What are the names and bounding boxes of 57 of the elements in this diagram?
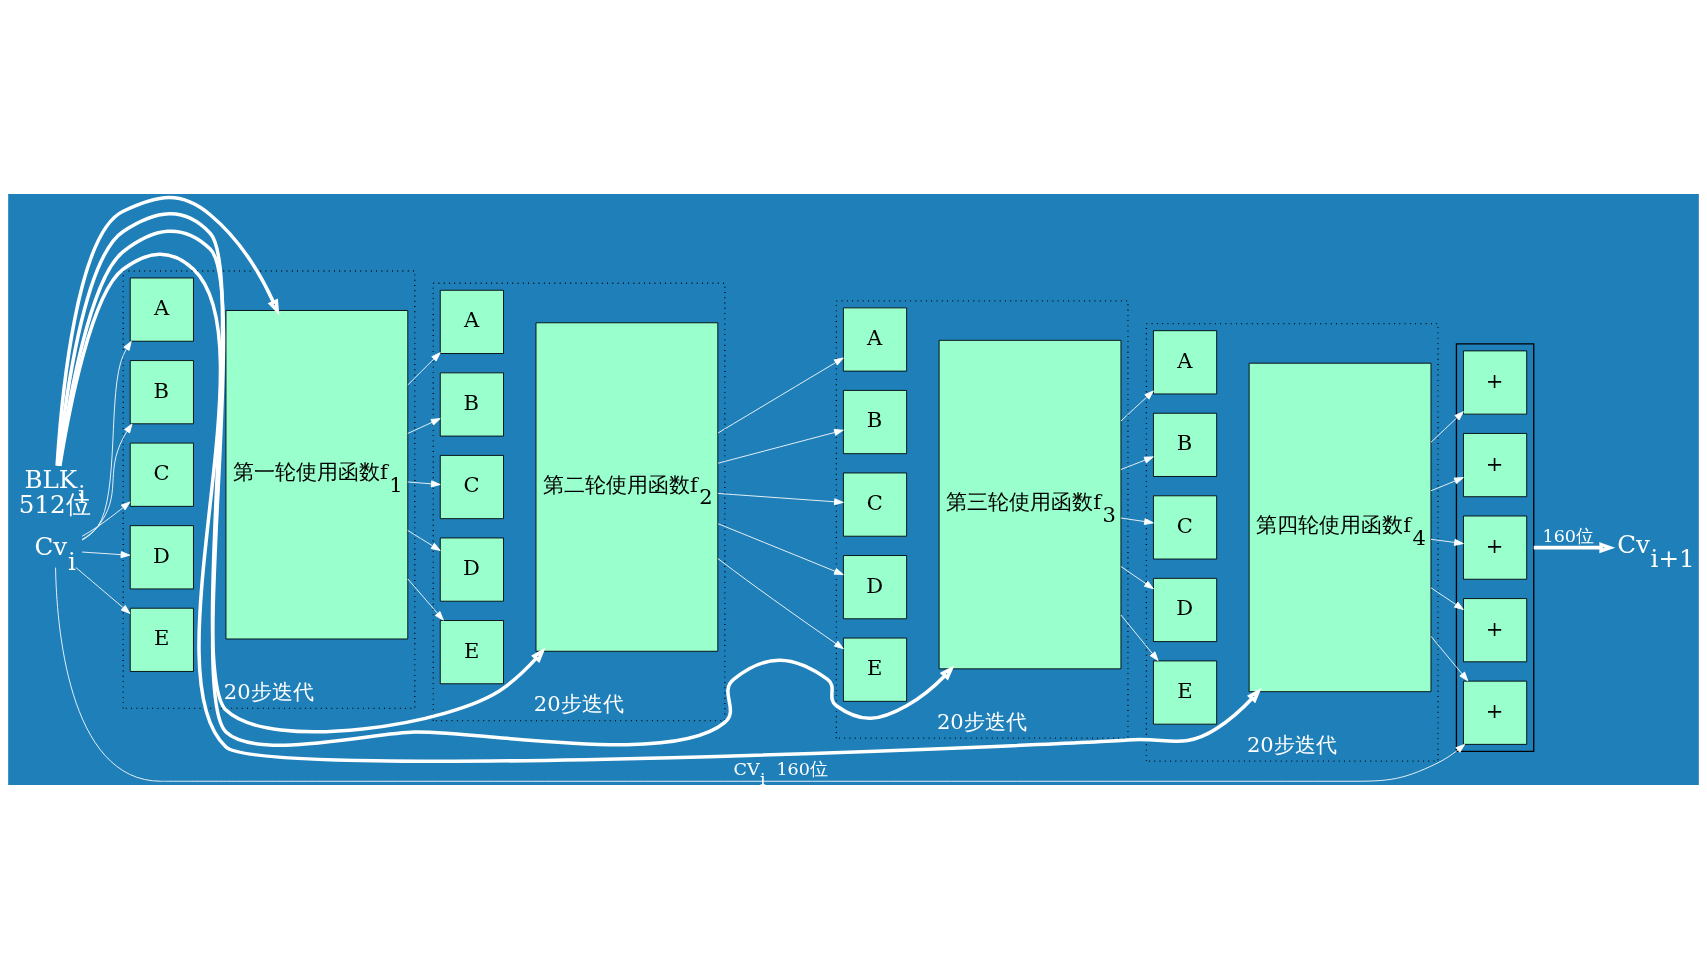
node-box: A <box>842 307 908 372</box>
arrow <box>717 429 844 464</box>
arrow <box>81 340 132 541</box>
arrow <box>1430 587 1464 610</box>
arrow <box>1120 614 1159 661</box>
node-box: B <box>439 372 504 437</box>
node-box: + <box>1463 598 1528 663</box>
arrow <box>407 418 441 434</box>
arrow <box>81 423 133 540</box>
node-box: B <box>129 360 194 425</box>
edge-label: 160位 <box>1542 526 1595 547</box>
node-box: A <box>129 277 194 342</box>
arrow <box>717 558 844 650</box>
node-box: B <box>842 390 908 455</box>
arrow <box>1430 411 1464 443</box>
node-box: + <box>1463 515 1528 580</box>
node-box: D <box>129 525 194 590</box>
arrow <box>407 352 441 386</box>
arrow <box>1120 456 1154 470</box>
node-box: E <box>842 637 908 702</box>
arrow <box>55 567 1466 782</box>
arrow <box>717 523 844 576</box>
arrow <box>1120 566 1154 590</box>
arrow <box>407 480 441 488</box>
arrow <box>75 567 131 614</box>
arrow <box>1430 538 1464 546</box>
node-box: A <box>1153 330 1218 395</box>
node-box: D <box>1153 577 1218 643</box>
arrow <box>717 493 844 506</box>
arrow <box>407 530 441 551</box>
arrow <box>81 501 131 537</box>
arrow <box>58 252 1262 763</box>
arrow <box>81 551 131 559</box>
node-box: A <box>439 289 504 354</box>
node-box: C <box>842 472 908 537</box>
node-box: D <box>439 537 504 602</box>
node-box: E <box>439 620 504 685</box>
node-box: E <box>129 607 194 672</box>
arrow <box>717 357 844 434</box>
arrow <box>56 212 546 734</box>
arrow <box>1430 635 1469 682</box>
node-box: + <box>1463 350 1528 415</box>
node-box: + <box>1463 680 1528 745</box>
arrow <box>55 195 280 466</box>
node-box: + <box>1463 433 1528 498</box>
arrow <box>407 578 444 621</box>
node-box: C <box>439 454 504 520</box>
node-box: C <box>129 442 194 507</box>
node-box: E <box>1153 660 1218 725</box>
node-box: D <box>842 555 908 620</box>
arrow <box>1430 477 1464 492</box>
node-box: B <box>1153 412 1218 477</box>
node-box: C <box>1153 495 1218 560</box>
arrow <box>1120 390 1154 422</box>
arrow <box>1533 542 1616 554</box>
arrow <box>1120 517 1154 526</box>
arrow <box>57 229 955 747</box>
